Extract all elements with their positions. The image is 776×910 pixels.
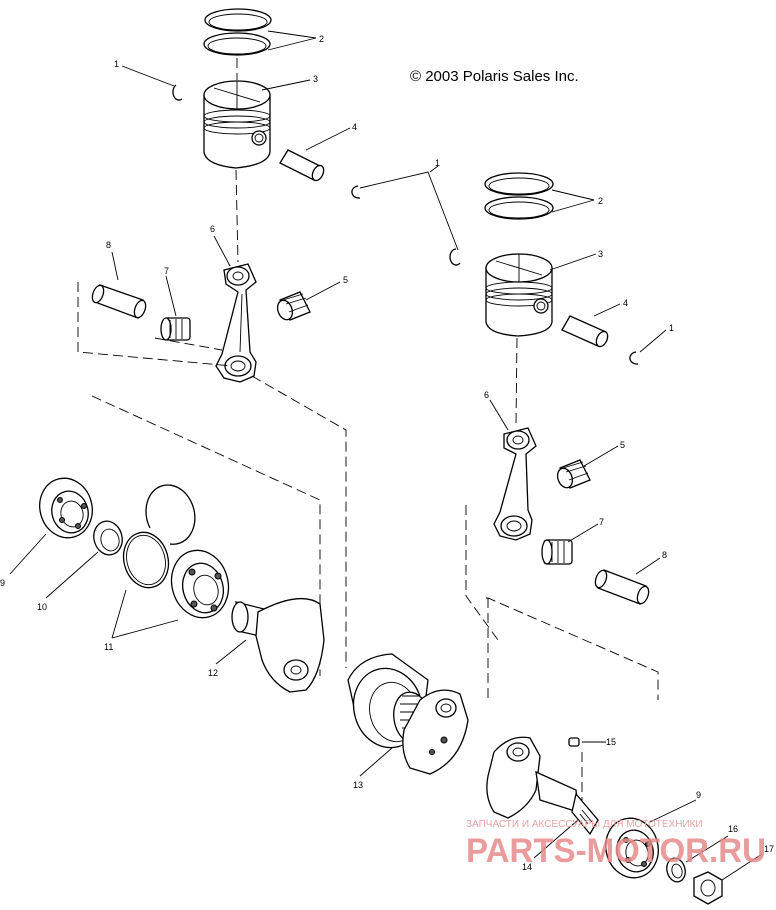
watermark: ЗАПЧАСТИ И АКСЕССУАРЫ ДЛЯ МОТОТЕХНИКИ PA… (466, 819, 766, 870)
needle-bearing-upper-right (556, 459, 591, 489)
needle-bearing-lower-left (160, 317, 191, 341)
callout-5: 5 (343, 275, 348, 285)
callout-4: 4 (352, 122, 357, 132)
callout-8: 8 (662, 550, 667, 560)
piston-rings-right (484, 172, 554, 220)
callout-1: 1 (114, 59, 119, 69)
circlip-right-1 (449, 248, 461, 266)
main-bearing-left (39, 477, 93, 539)
woodruff-key-15 (568, 737, 580, 747)
watermark-tagline: ЗАПЧАСТИ И АКСЕССУАРЫ ДЛЯ МОТОТЕХНИКИ (466, 819, 703, 830)
callout-9: 9 (696, 790, 701, 800)
crankshaft-half-14 (486, 736, 599, 836)
piston-rings-left (203, 8, 272, 56)
callout-13: 13 (353, 780, 363, 790)
main-bearing-inner-left (170, 549, 230, 619)
callout-9: 9 (0, 578, 5, 588)
circlip-left-1 (172, 84, 183, 101)
callout-3: 3 (598, 249, 603, 259)
needle-bearing-lower-right (541, 539, 573, 565)
piston-left (203, 80, 271, 169)
nut-17 (693, 871, 723, 905)
washer-16 (666, 857, 686, 883)
main-bearing-right (605, 817, 659, 879)
crankshaft-center-13 (347, 653, 469, 775)
callout-17: 17 (764, 844, 774, 854)
callout-3: 3 (313, 74, 318, 84)
circlip-right-2 (629, 351, 639, 365)
callout-8: 8 (106, 240, 111, 250)
callout-6: 6 (484, 390, 489, 400)
circlip-left-2 (351, 185, 361, 199)
wrist-pin-left (279, 149, 325, 182)
callout-11: 11 (104, 642, 113, 652)
callout-4: 4 (623, 298, 628, 308)
callout-1: 1 (435, 158, 440, 168)
connecting-rod-left (215, 263, 257, 383)
callout-5: 5 (620, 440, 625, 450)
callout-16: 16 (728, 824, 738, 834)
callout-14: 14 (522, 862, 532, 872)
copyright-text: © 2003 Polaris Sales Inc. (410, 68, 579, 85)
callout-2: 2 (598, 196, 603, 206)
needle-bearing-upper-left (276, 291, 311, 321)
leader-lines (9, 30, 763, 881)
watermark-logo: PARTS-MOTOR.RU (466, 832, 766, 870)
callout-7: 7 (599, 517, 604, 527)
callout-numbers: 1 2 3 4 1 2 6 8 7 5 3 4 1 6 5 7 8 9 10 1… (0, 34, 774, 872)
crank-pin-right (594, 569, 650, 605)
callout-6: 6 (210, 224, 215, 234)
crankshaft-half-12 (231, 598, 325, 693)
callout-12: 12 (208, 668, 218, 678)
snap-rings-11 (122, 484, 196, 589)
callout-10: 10 (37, 602, 47, 612)
piston-right (485, 253, 553, 337)
callout-2: 2 (319, 34, 324, 44)
callout-15: 15 (606, 737, 616, 747)
washer-10 (93, 520, 123, 556)
connecting-rod-right (493, 427, 537, 541)
crank-pin-left (91, 284, 147, 319)
callout-7: 7 (164, 266, 169, 276)
wrist-pin-right (561, 315, 609, 348)
callout-1: 1 (669, 323, 674, 333)
